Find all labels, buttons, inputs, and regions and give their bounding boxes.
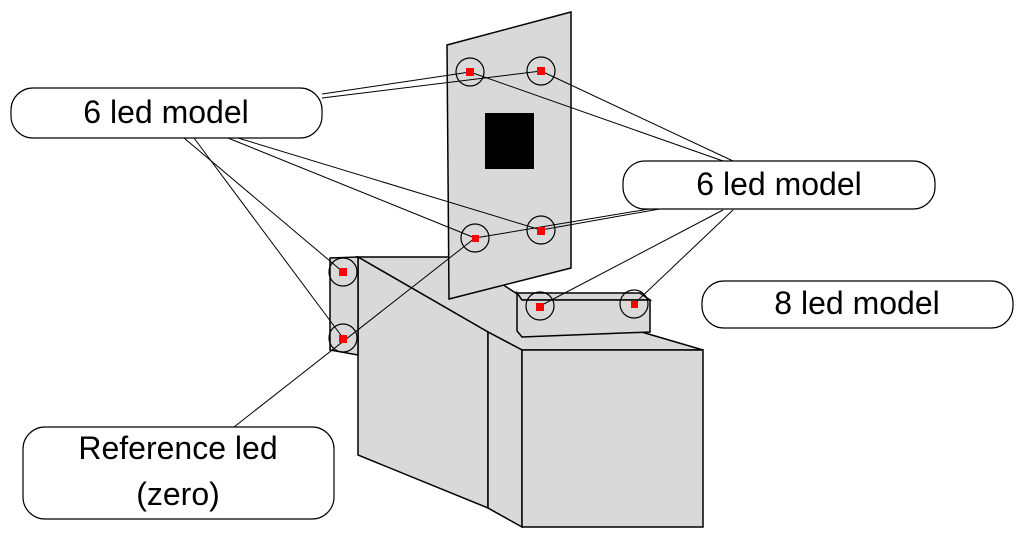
connector-line (539, 209, 724, 307)
right-bar-top (515, 292, 653, 301)
led-dot (339, 335, 347, 343)
connector-line (193, 137, 344, 339)
callout-right: 8 led model (701, 280, 1014, 329)
led-marker (455, 57, 485, 87)
callout-middle-right: 6 led model (622, 160, 936, 210)
led-dot (536, 303, 544, 311)
connector-line (469, 71, 724, 162)
led-marker (525, 291, 555, 321)
vertical-plate (446, 11, 572, 300)
callout-box (701, 280, 1014, 329)
led-marker (460, 223, 490, 253)
led-dot (631, 301, 638, 308)
callout-label: 8 led model (774, 285, 939, 321)
right-bar-front (516, 290, 651, 338)
callout-label: 6 led model (83, 94, 248, 130)
led-ring (328, 323, 358, 353)
led-ring (619, 289, 649, 319)
led-ring (455, 57, 485, 87)
led-marker (526, 56, 556, 86)
connector-line (321, 70, 542, 99)
led-marker (619, 289, 649, 319)
led-markers (328, 56, 649, 353)
callout-box (22, 426, 335, 520)
led-marker (328, 323, 358, 353)
callout-label-line2: (zero) (136, 476, 220, 512)
connector-line (633, 209, 734, 305)
led-ring (460, 223, 490, 253)
box-front-face (521, 349, 704, 528)
led-ring (526, 215, 556, 245)
box-middle-face (487, 330, 523, 529)
connector-line (474, 207, 656, 239)
led-ring (526, 56, 556, 86)
connector-lines (183, 70, 734, 428)
callout-box (10, 87, 323, 139)
callout-label: 6 led model (696, 166, 861, 202)
callout-box (622, 160, 936, 210)
callout-reference: Reference led (zero) (22, 426, 335, 520)
callout-top-left: 6 led model (10, 87, 323, 139)
led-ring (328, 257, 358, 287)
led-dot (537, 67, 545, 75)
led-dot (466, 68, 474, 76)
led-dot (339, 268, 347, 276)
connector-line (237, 137, 542, 231)
led-ring (525, 291, 555, 321)
right-bar (515, 290, 653, 338)
connector-line (183, 137, 344, 273)
connector-line (233, 237, 476, 428)
callout-label-line1: Reference led (78, 430, 277, 466)
connector-line (540, 207, 666, 231)
led-marker (328, 257, 358, 287)
connector-line (227, 137, 476, 239)
led-dot (537, 227, 545, 235)
connector-line (321, 71, 471, 95)
connector-line (540, 70, 734, 162)
led-marker (526, 215, 556, 245)
plate-window (485, 113, 534, 169)
led-dot (472, 235, 479, 242)
